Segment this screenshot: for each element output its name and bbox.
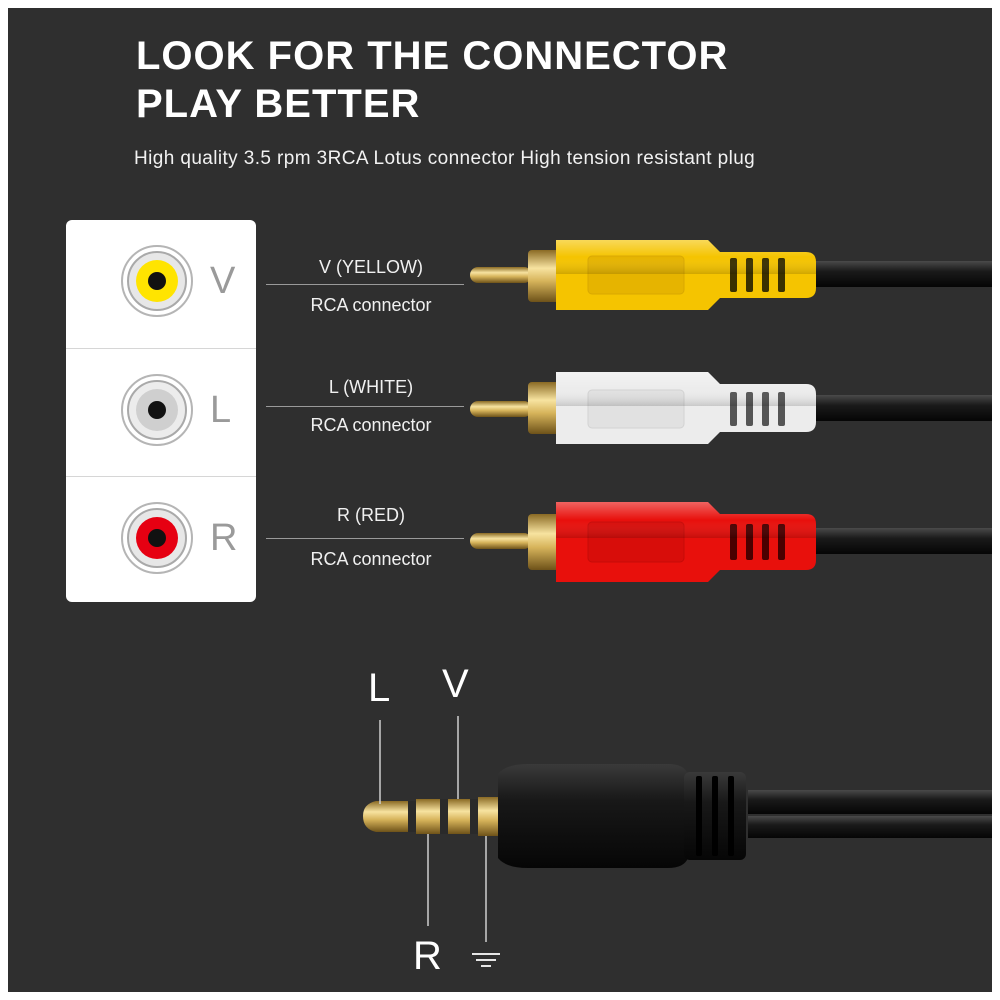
- plug-pin: [470, 533, 532, 549]
- connector-channel-label: L (WHITE): [328, 377, 414, 397]
- plug-pin: [470, 267, 532, 283]
- product-banner: LOOK FOR THE CONNECTOR PLAY BETTER High …: [8, 8, 992, 992]
- trrs-jack-plug: [363, 764, 992, 868]
- subtitle: High quality 3.5 rpm 3RCA Lotus connecto…: [134, 148, 756, 169]
- yellow-jack-icon: [121, 245, 193, 317]
- white-rca-plug: [470, 372, 992, 444]
- legend-row-video: V: [66, 220, 256, 346]
- insulator-ring: [408, 801, 416, 832]
- red-rca-plug: [470, 502, 992, 582]
- jack-legend-card: V L R: [66, 220, 256, 602]
- cable: [748, 816, 992, 838]
- red-jack-icon: [121, 502, 193, 574]
- jack-leader-lines: [379, 716, 487, 942]
- legend-letter-v: V: [210, 260, 236, 302]
- ground-symbol-icon: [472, 953, 500, 967]
- jack-sleeve: [478, 797, 500, 836]
- jack-ring-1: [416, 799, 440, 834]
- legend-row-right-audio: R: [66, 476, 256, 602]
- plug-sleeve: [528, 514, 560, 570]
- plug-sleeve: [528, 382, 560, 434]
- insulator-ring: [440, 799, 448, 834]
- jack-housing: [498, 764, 688, 868]
- cable: [808, 261, 992, 287]
- headline-line-1: LOOK FOR THE CONNECTOR: [136, 34, 729, 78]
- plug-sleeve: [528, 250, 560, 302]
- yellow-rca-plug: [470, 240, 992, 310]
- jack-tip: [363, 801, 408, 832]
- legend-letter-l: L: [210, 389, 232, 431]
- jack-label-left: L: [368, 666, 391, 710]
- connector-type-label: RCA connector: [310, 415, 432, 435]
- leader-line: [266, 538, 464, 539]
- cable-illustration: [363, 240, 992, 967]
- jack-ring-2: [448, 799, 470, 834]
- cable: [808, 395, 992, 421]
- connector-type-label: RCA connector: [310, 295, 432, 315]
- jack-label-right: R: [413, 934, 442, 978]
- leader-line: [266, 406, 464, 407]
- cable: [808, 528, 992, 554]
- legend-row-left-audio: L: [66, 348, 256, 475]
- legend-letter-r: R: [210, 517, 238, 559]
- plug-pin: [470, 401, 532, 417]
- connector-type-label: RCA connector: [310, 549, 432, 569]
- jack-label-video: V: [442, 662, 469, 706]
- cable: [748, 790, 992, 814]
- headline-line-2: PLAY BETTER: [136, 82, 421, 126]
- leader-line: [266, 284, 464, 285]
- connector-channel-label: R (RED): [337, 505, 405, 525]
- white-jack-icon: [121, 374, 193, 446]
- insulator-ring: [470, 799, 478, 834]
- connector-channel-label: V (YELLOW): [318, 257, 424, 277]
